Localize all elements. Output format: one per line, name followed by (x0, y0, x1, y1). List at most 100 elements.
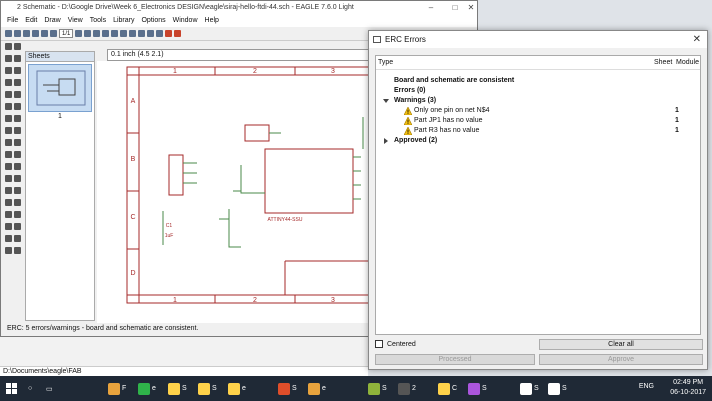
text-icon[interactable] (14, 175, 21, 182)
print-icon[interactable] (23, 30, 30, 37)
chevron-right-icon[interactable] (384, 138, 388, 144)
label-icon[interactable] (14, 223, 21, 230)
taskbar-app[interactable]: C (438, 379, 457, 398)
copy-icon[interactable] (14, 67, 21, 74)
menu-item[interactable]: File (7, 17, 19, 24)
cam-icon[interactable] (32, 30, 39, 37)
erc-row[interactable]: Errors (0) (376, 86, 700, 96)
taskbar-app[interactable]: e (228, 379, 246, 398)
add-icon[interactable] (5, 115, 12, 122)
undo-icon[interactable] (129, 30, 137, 37)
zoom-out-icon[interactable] (102, 30, 110, 37)
grid-icon[interactable] (75, 30, 83, 37)
close-icon[interactable]: ✕ (692, 34, 701, 45)
zoom-select-icon[interactable] (111, 30, 119, 37)
wire-icon[interactable] (5, 175, 12, 182)
zoom-fit-icon[interactable] (84, 30, 92, 37)
redo-icon[interactable] (138, 30, 146, 37)
polygon-icon[interactable] (14, 199, 21, 206)
taskbar-app[interactable]: S (368, 379, 387, 398)
sheet-select[interactable]: 1/1 (59, 29, 74, 38)
board-icon[interactable] (41, 30, 48, 37)
rect-icon[interactable] (5, 199, 12, 206)
col-module[interactable]: Module (676, 59, 699, 66)
clock-date[interactable]: 06-10-2017 (670, 389, 706, 396)
zoom-in-icon[interactable] (93, 30, 101, 37)
taskbar-app[interactable]: S (168, 379, 187, 398)
menu-item[interactable]: Options (141, 17, 166, 24)
gateswap-icon[interactable] (14, 127, 21, 134)
miter-icon[interactable] (14, 151, 21, 158)
name-icon[interactable] (5, 139, 12, 146)
rotate-icon[interactable] (14, 79, 21, 86)
go-icon[interactable] (156, 30, 164, 37)
menu-item[interactable]: Draw (44, 17, 61, 24)
paste-icon[interactable] (5, 103, 12, 110)
centered-option[interactable]: Centered (375, 340, 416, 348)
erc-row[interactable]: Board and schematic are consistent (376, 76, 700, 86)
search-icon[interactable]: ○ (28, 385, 33, 392)
info-icon[interactable] (5, 43, 12, 50)
value-icon[interactable] (14, 139, 21, 146)
bus-icon[interactable] (5, 211, 12, 218)
minimize-button[interactable]: – (428, 3, 434, 12)
erc-icon[interactable] (174, 30, 182, 37)
menu-item[interactable]: Edit (25, 17, 38, 24)
col-sheet[interactable]: Sheet (654, 59, 673, 66)
junction-icon[interactable] (5, 223, 12, 230)
chevron-down-icon[interactable] (383, 99, 389, 103)
attribute-icon[interactable] (5, 235, 12, 242)
mark-icon[interactable] (14, 55, 21, 62)
task-view-icon[interactable]: ▭ (46, 385, 53, 393)
open-icon[interactable] (5, 30, 12, 37)
show-icon[interactable] (14, 43, 21, 50)
taskbar-app[interactable]: S (548, 379, 567, 398)
delete-icon[interactable] (14, 103, 21, 110)
erc-list[interactable]: Type Sheet Module Board and schematic ar… (375, 55, 701, 335)
taskbar-app[interactable]: S (198, 379, 217, 398)
move-icon[interactable] (5, 67, 12, 74)
schematic-canvas[interactable]: 1 2 3 1 2 3 A B C D ATTINY44-SSU C1 1uF (97, 61, 370, 323)
errors-icon[interactable] (14, 247, 21, 254)
close-button[interactable]: ✕ (467, 3, 475, 12)
mirror-icon[interactable] (5, 79, 12, 86)
menu-item[interactable]: Tools (89, 17, 107, 24)
taskbar-app[interactable]: e (308, 379, 326, 398)
taskbar-app[interactable]: F (108, 379, 126, 398)
smash-icon[interactable] (5, 151, 12, 158)
clear-all-button[interactable]: Clear all (539, 339, 703, 350)
redraw-icon[interactable] (120, 30, 128, 37)
taskbar-app[interactable]: S (468, 379, 487, 398)
menu-item[interactable]: Help (204, 17, 219, 24)
taskbar-app[interactable]: 2 (398, 379, 416, 398)
script-icon[interactable] (50, 30, 57, 37)
display-icon[interactable] (5, 55, 12, 62)
dimension-icon[interactable] (14, 235, 21, 242)
taskbar-app[interactable]: e (138, 379, 156, 398)
invoke-icon[interactable] (14, 163, 21, 170)
pinswap-icon[interactable] (14, 115, 21, 122)
net-icon[interactable] (14, 211, 21, 218)
replace-icon[interactable] (5, 127, 12, 134)
save-icon[interactable] (14, 30, 21, 37)
centered-checkbox[interactable] (375, 340, 383, 348)
approve-button[interactable]: Approve (539, 354, 703, 365)
clock-time[interactable]: 02:49 PM (673, 379, 704, 386)
menu-item[interactable]: Library (113, 17, 135, 24)
group-icon[interactable] (5, 91, 12, 98)
change-icon[interactable] (14, 91, 21, 98)
split-icon[interactable] (5, 163, 12, 170)
menu-item[interactable]: Window (172, 17, 198, 24)
erc-row[interactable]: Warnings (3) (376, 96, 700, 106)
erc-row[interactable]: Approved (2) (376, 136, 700, 146)
circle-icon[interactable] (5, 187, 12, 194)
col-type[interactable]: Type (378, 59, 394, 66)
maximize-button[interactable]: □ (452, 3, 458, 12)
taskbar-app[interactable]: S (278, 379, 297, 398)
taskbar-app[interactable]: S (520, 379, 539, 398)
processed-button[interactable]: Processed (375, 354, 535, 365)
menu-item[interactable]: View (67, 17, 83, 24)
